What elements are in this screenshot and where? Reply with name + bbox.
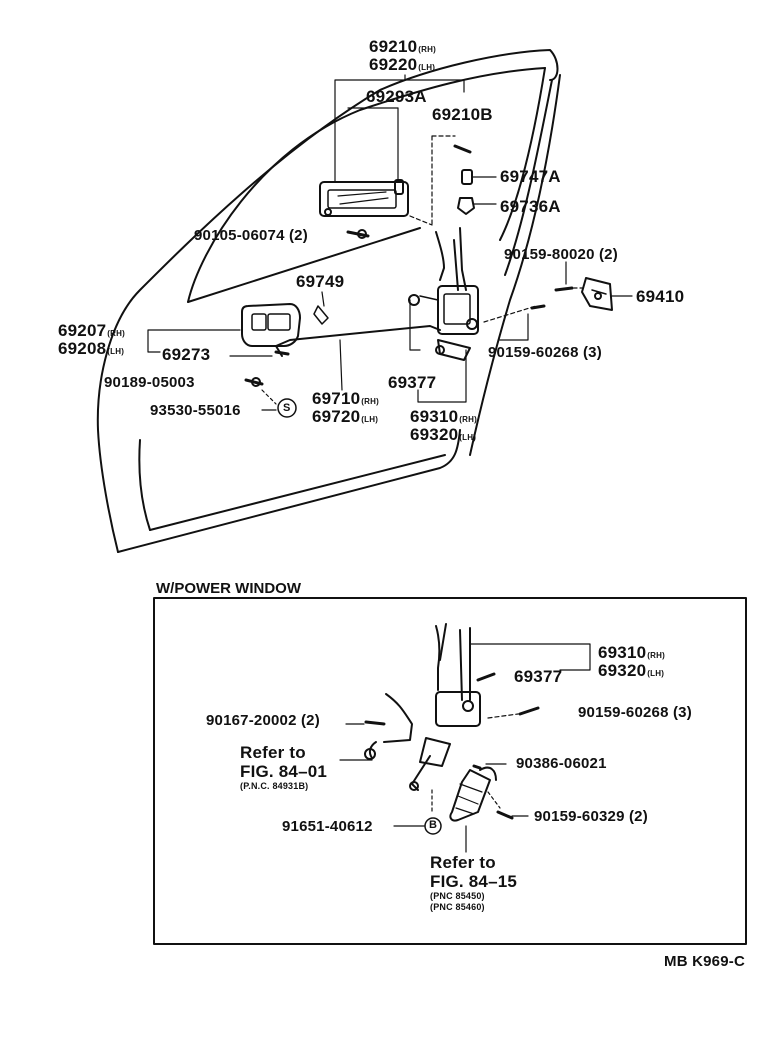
symbol-b: B [429,819,438,831]
label-90159-80020: 90159-80020 (2) [504,246,618,263]
label-69208-lh: 69208(LH) [58,340,124,357]
pw-lock-assembly [364,623,496,791]
pw-label-69320-lh: 69320(LH) [598,662,664,679]
part-number: 69310 [410,407,459,426]
pw-refer1-line2: FIG. 84–01 [240,762,328,781]
label-69220-lh: 69220(LH) [369,56,435,73]
label-69210b: 69210B [432,105,493,124]
side-suffix: (RH) [107,329,125,338]
door-outline [96,49,561,553]
part-number: 69210 [369,37,418,56]
side-suffix: (LH) [459,433,477,442]
part-number: 69710 [312,389,361,408]
label-69320-lh: 69320(LH) [410,426,476,443]
pw-refer2-pnc2: (PNC 85460) [430,902,485,912]
label-90159-60268: 90159-60268 (3) [488,344,602,361]
side-suffix: (LH) [107,347,125,356]
side-suffix: (LH) [418,63,436,72]
pw-label-91651-40612: 91651-40612 [282,818,373,835]
part-number: 69720 [312,407,361,426]
door-lock-motor [449,766,497,822]
side-suffix: (RH) [647,651,665,660]
label-69736a: 69736A [500,197,561,216]
label-69293a: 69293A [366,87,427,106]
diagram-code: MB K969-C [664,953,745,970]
pw-refer2-line1: Refer to [430,853,496,872]
label-90189-05003: 90189-05003 [104,374,195,391]
label-69310-rh: 69310(RH) [410,408,477,425]
label-69207-rh: 69207(RH) [58,322,125,339]
pw-label-90386-06021: 90386-06021 [516,755,607,772]
side-suffix: (LH) [647,669,665,678]
part-number: 69320 [598,661,647,680]
inside-handle [241,303,301,347]
label-90105-06074: 90105-06074 (2) [194,227,308,244]
pw-label-90159-60268: 90159-60268 (3) [578,704,692,721]
part-number: 69220 [369,55,418,74]
part-number: 69310 [598,643,647,662]
pw-refer1-pnc: (P.N.C. 84931B) [240,781,309,791]
label-69710-rh: 69710(RH) [312,390,379,407]
part-number: 69207 [58,321,107,340]
pw-label-69310-rh: 69310(RH) [598,644,665,661]
label-69377: 69377 [388,373,437,392]
door-lock-assembly [408,227,479,361]
label-69747a: 69747A [500,167,561,186]
pw-refer2-pnc1: (PNC 85450) [430,891,485,901]
power-window-title: W/POWER WINDOW [156,580,301,597]
side-suffix: (LH) [361,415,379,424]
pw-refer1-line1: Refer to [240,743,306,762]
label-69273: 69273 [162,345,211,364]
striker-plate [581,277,613,311]
pw-label-69377: 69377 [514,667,563,686]
pw-refer2-line2: FIG. 84–15 [430,872,518,891]
part-number: 69320 [410,425,459,444]
pw-label-90159-60329: 90159-60329 (2) [534,808,648,825]
part-number: 69208 [58,339,107,358]
pw-label-90167-20002: 90167-20002 (2) [206,712,320,729]
side-suffix: (RH) [459,415,477,424]
label-69749: 69749 [296,272,345,291]
label-69720-lh: 69720(LH) [312,408,378,425]
symbol-s: S [283,402,291,414]
side-suffix: (RH) [418,45,436,54]
outside-handle [319,179,409,217]
side-suffix: (RH) [361,397,379,406]
label-69210-rh: 69210(RH) [369,38,436,55]
label-93530-55016: 93530-55016 [150,402,241,419]
label-69410: 69410 [636,287,685,306]
